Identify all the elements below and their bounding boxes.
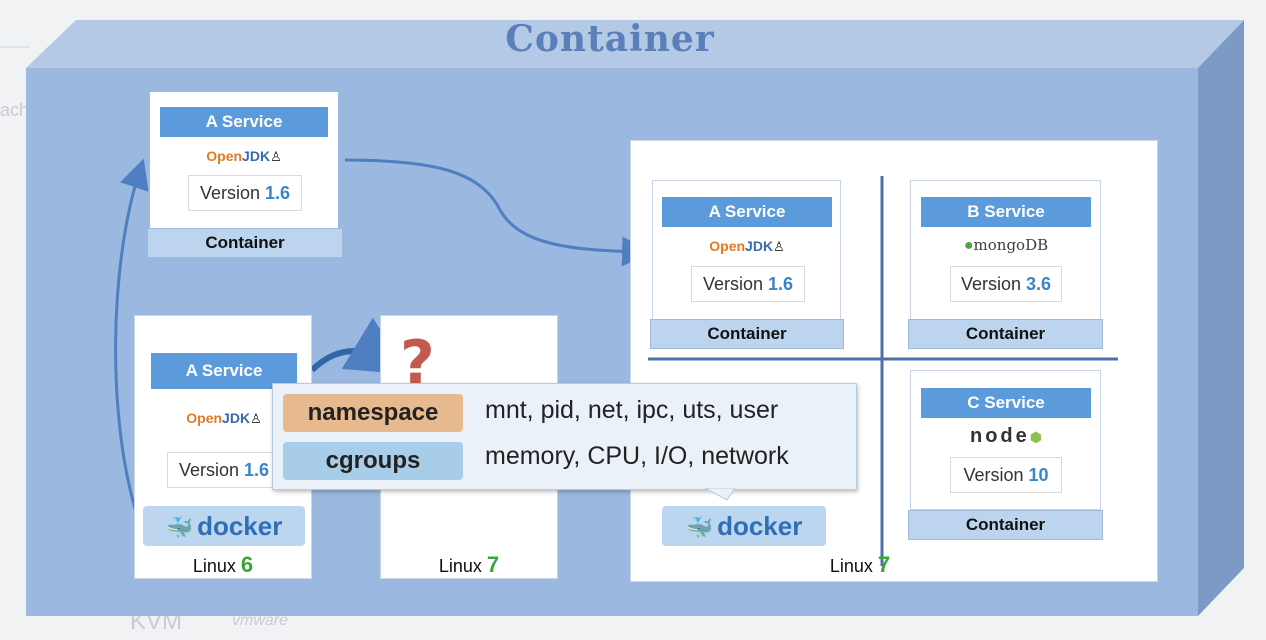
service-header: A Service bbox=[160, 107, 328, 137]
linux-version-label: Linux 7 bbox=[829, 552, 891, 577]
duke-icon: ♙ bbox=[250, 411, 262, 426]
service-header: B Service bbox=[921, 197, 1091, 227]
background-text-fragment: vmware bbox=[232, 612, 289, 629]
namespace-tag: namespace bbox=[283, 394, 463, 432]
service-header: A Service bbox=[662, 197, 832, 227]
service-header: C Service bbox=[921, 388, 1091, 418]
linux-version-label: Linux 7 bbox=[438, 552, 500, 577]
container-label: Container bbox=[908, 319, 1103, 349]
curved-arrow-to-question bbox=[309, 317, 409, 375]
openjdk-logo: OpenJDK♙ bbox=[709, 238, 785, 254]
diagram-title: Container bbox=[505, 18, 715, 60]
nodejs-logo: node⬢ bbox=[969, 425, 1042, 447]
nodejs-hexagon-icon: ⬢ bbox=[1029, 429, 1042, 445]
duke-icon: ♙ bbox=[270, 149, 282, 164]
docker-whale-icon: 🐳 bbox=[165, 515, 194, 540]
tooltip-pointer bbox=[705, 488, 736, 501]
version-box: Version 1.6 bbox=[691, 266, 805, 302]
docker-whale-icon: 🐳 bbox=[685, 515, 714, 540]
background-text-fragment: ach bbox=[0, 100, 30, 120]
isolation-tooltip: namespace mnt, pid, net, ipc, uts, user … bbox=[272, 383, 857, 490]
background-panel-line bbox=[0, 46, 30, 48]
cgroups-tag: cgroups bbox=[283, 442, 463, 480]
mongodb-logo: ●mongoDB bbox=[963, 236, 1049, 254]
docker-logo: 🐳docker bbox=[662, 506, 826, 546]
namespace-description: mnt, pid, net, ipc, uts, user bbox=[485, 396, 779, 424]
mongodb-leaf-icon: ● bbox=[963, 237, 974, 254]
duke-icon: ♙ bbox=[773, 239, 785, 254]
migration-arrow-right bbox=[344, 158, 652, 267]
container-label: Container bbox=[147, 228, 343, 258]
box-top-face bbox=[26, 20, 1244, 68]
docker-logo: 🐳docker bbox=[143, 506, 305, 546]
linux-version-label: Linux 6 bbox=[192, 552, 254, 577]
openjdk-logo: OpenJDK♙ bbox=[206, 148, 282, 164]
cgroups-description: memory, CPU, I/O, network bbox=[485, 442, 789, 470]
migration-arrow-up bbox=[114, 158, 149, 526]
version-box: Version 3.6 bbox=[950, 266, 1062, 302]
container-label: Container bbox=[908, 510, 1103, 540]
container-label: Container bbox=[650, 319, 844, 349]
box-side-face bbox=[1198, 20, 1244, 616]
version-box: Version 10 bbox=[950, 457, 1062, 493]
version-box: Version 1.6 bbox=[188, 175, 302, 211]
openjdk-logo: OpenJDK♙ bbox=[186, 410, 262, 426]
